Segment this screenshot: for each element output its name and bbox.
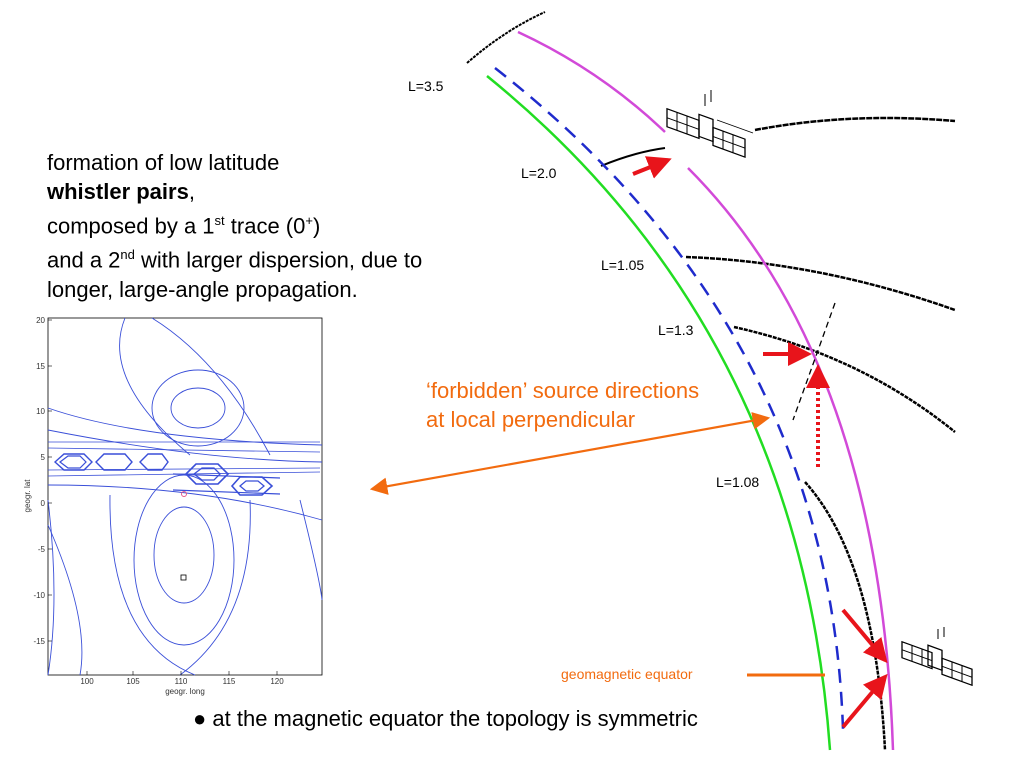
description-text: trace (0: [224, 213, 306, 239]
shell-label-l35: L=3.5: [408, 78, 444, 94]
map-x-tick-label: 115: [223, 677, 236, 686]
forbidden-note-line-2: at local perpendicular: [426, 407, 636, 432]
forbidden-directions-note: ‘forbidden’ source directions at local p…: [426, 376, 699, 434]
description-line-1: formation of low latitude: [47, 150, 280, 175]
description-comma: ,: [188, 179, 195, 204]
description-text: with larger dispersion, due to: [134, 247, 423, 273]
forbidden-note-line-1: ‘forbidden’ source directions: [426, 378, 700, 403]
red-arrow-l20: [632, 156, 672, 179]
map-x-ticks: 100 105 110 115 120: [80, 671, 284, 686]
description-paragraph: formation of low latitude whistler pairs…: [47, 148, 517, 304]
satellite-icon-equator: [901, 627, 973, 687]
map-y-ticks: 20 15 10 5 0 -5 -10 -15: [33, 316, 52, 646]
map-y-tick-label: -5: [38, 545, 46, 554]
map-y-tick-label: 5: [41, 453, 46, 462]
shell-label-l105: L=1.05: [601, 257, 645, 273]
map-y-axis-label: geogr. lat: [23, 479, 32, 513]
red-arrow-equator-lower: [841, 673, 888, 729]
field-line-l20-outer: [754, 116, 956, 132]
field-line-l108: [804, 481, 887, 751]
field-line-l13: [733, 325, 956, 433]
description-line-2: whistler pairs,: [47, 177, 517, 206]
field-line-l20-inner: [600, 147, 666, 167]
map-y-tick-label: -10: [33, 591, 45, 600]
blue-shell-curve: [494, 67, 845, 731]
shell-label-l108: L=1.08: [716, 474, 760, 490]
orange-double-arrow: [369, 412, 771, 495]
magenta-shell-curve-upper: [517, 30, 666, 133]
field-line-l35: [466, 11, 546, 64]
green-shell-curve: [486, 75, 832, 751]
map-x-tick-label: 120: [270, 677, 284, 686]
ordinal-suffix: nd: [120, 247, 135, 263]
map-y-tick-label: -15: [33, 637, 45, 646]
description-line-3: composed by a 1st trace (0+): [47, 206, 517, 240]
description-text: and a 2: [47, 247, 121, 273]
description-line-4: and a 2nd with larger dispersion, due to: [47, 240, 517, 274]
shell-label-l13: L=1.3: [658, 322, 694, 338]
map-x-tick-label: 110: [175, 677, 188, 686]
local-perpendicular-line: [792, 302, 836, 421]
map-y-tick-label: 0: [41, 499, 46, 508]
map-y-tick-label: 10: [36, 407, 45, 416]
geomagnetic-equator-label: geomagnetic equator: [561, 666, 693, 682]
map-x-axis-label: geogr. long: [165, 687, 205, 696]
field-line-l105: [685, 255, 956, 312]
description-line-5: longer, large-angle propagation.: [47, 276, 358, 302]
description-text: ): [312, 213, 321, 239]
map-x-tick-label: 100: [80, 677, 94, 686]
map-square-marker: [180, 574, 187, 581]
description-text: composed by a 1: [47, 213, 215, 239]
ordinal-suffix: st: [214, 213, 225, 228]
map-x-tick-label: 105: [126, 677, 140, 686]
map-y-tick-label: 15: [36, 362, 45, 371]
satellite-icon: [666, 90, 754, 159]
contour-map: 20 15 10 5 0 -5 -10 -15 100 105 110 115 …: [23, 316, 323, 696]
shell-label-l20: L=2.0: [521, 165, 557, 181]
map-point-marker: [181, 491, 187, 497]
plus-superscript: +: [305, 213, 313, 228]
whistler-pairs-term: whistler pairs: [47, 179, 189, 204]
symmetry-bullet: ● at the magnetic equator the topology i…: [193, 706, 698, 731]
red-arrow-equator-upper: [841, 608, 888, 664]
map-y-tick-label: 20: [36, 316, 45, 325]
